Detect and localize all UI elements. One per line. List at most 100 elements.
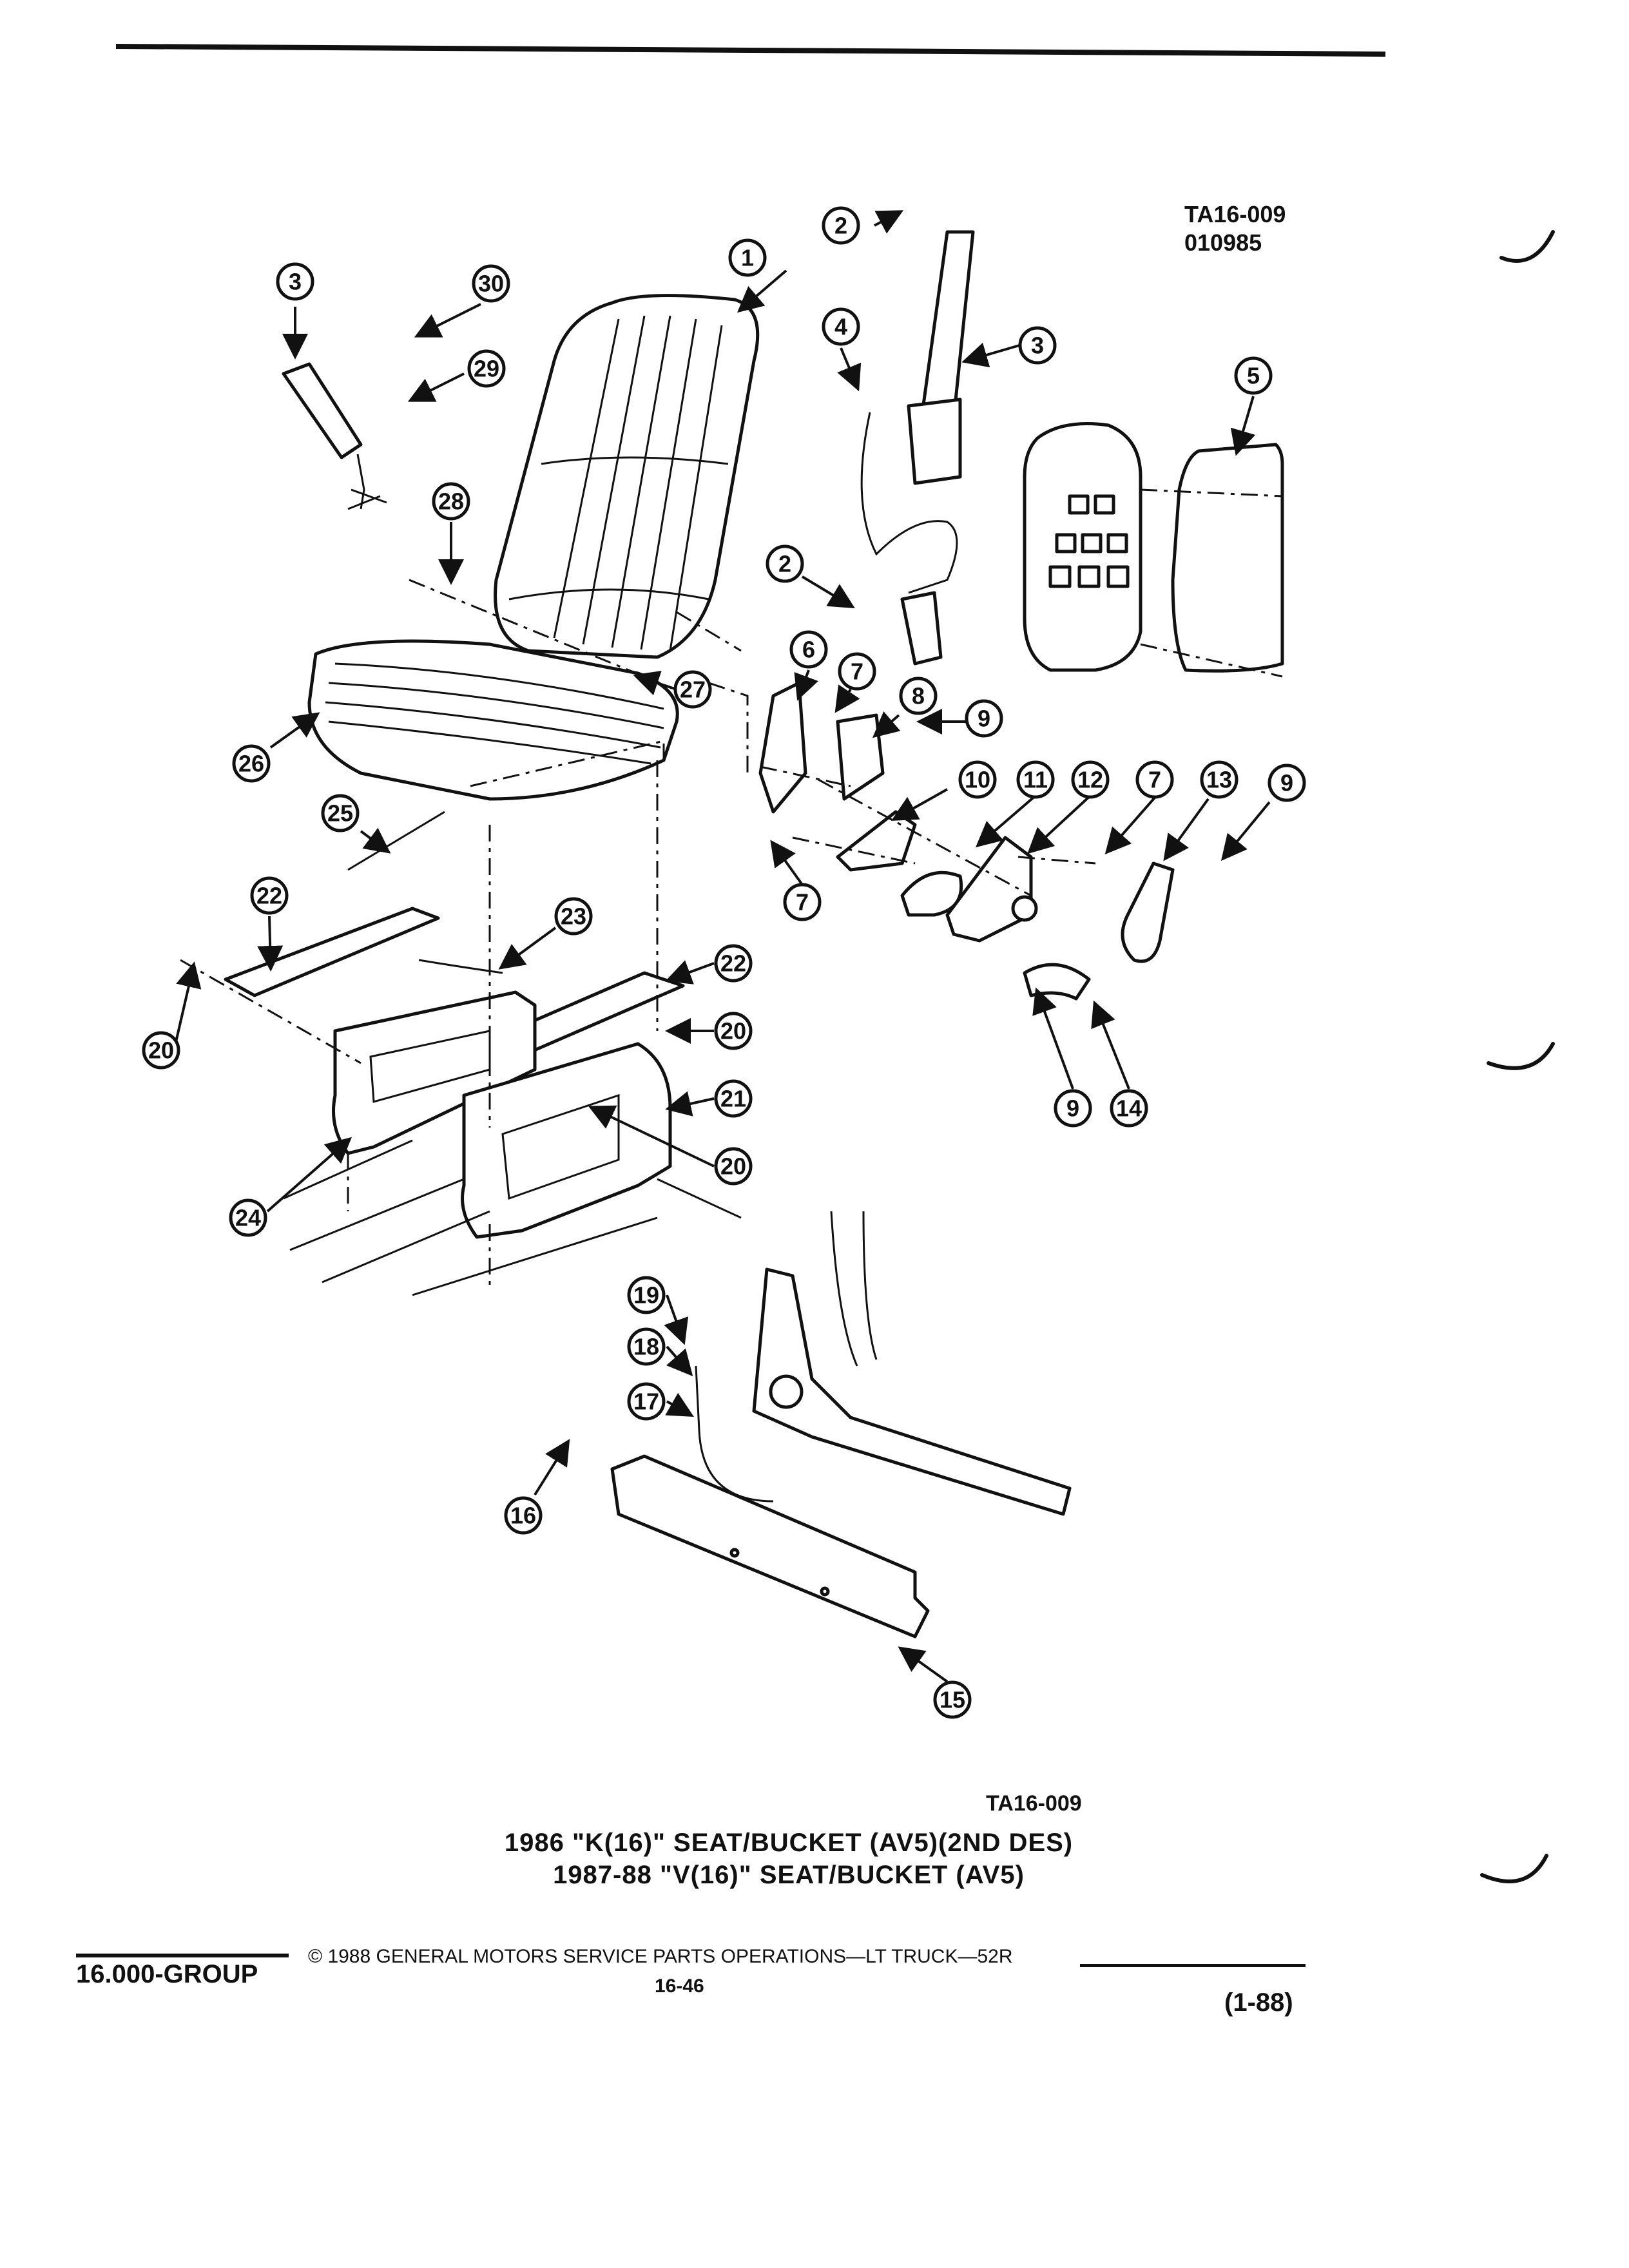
seat-back	[494, 294, 760, 659]
callout-27: 27	[673, 670, 712, 709]
front-cover	[610, 1454, 930, 1639]
recliner-hardware	[758, 681, 1175, 1001]
callout-9a: 9	[965, 699, 1003, 738]
footer-group: 16.000-GROUP	[76, 1960, 258, 1988]
svg-text:8: 8	[912, 683, 925, 709]
svg-text:23: 23	[561, 903, 586, 930]
callout-25: 25	[321, 794, 360, 832]
svg-text:22: 22	[256, 883, 282, 909]
svg-text:2: 2	[834, 213, 847, 239]
callout-22b: 22	[714, 944, 753, 983]
callout-20a: 20	[142, 1031, 180, 1070]
caption-line-1: 1986 "K(16)" SEAT/BUCKET (AV5)(2ND DES)	[504, 1829, 1074, 1857]
margin-mark	[1499, 230, 1555, 263]
margin-mark	[1480, 1854, 1548, 1883]
callout-9c: 9	[1054, 1089, 1092, 1128]
svg-text:10: 10	[965, 767, 990, 793]
svg-text:3: 3	[289, 269, 302, 295]
callout-16: 16	[504, 1496, 543, 1535]
svg-text:9: 9	[978, 706, 990, 732]
callout-1: 1	[728, 238, 767, 277]
svg-text:6: 6	[802, 637, 815, 663]
callout-12: 12	[1071, 760, 1110, 799]
footer-page-number: 16-46	[655, 1975, 704, 1997]
svg-text:17: 17	[633, 1389, 659, 1415]
svg-text:3: 3	[1031, 332, 1044, 359]
footer-rule-right	[1080, 1964, 1306, 1967]
svg-text:19: 19	[633, 1282, 659, 1309]
callout-23: 23	[554, 897, 593, 936]
svg-text:24: 24	[235, 1205, 261, 1231]
callout-20c: 20	[714, 1147, 753, 1186]
svg-text:21: 21	[720, 1086, 746, 1112]
callout-24: 24	[229, 1198, 267, 1237]
svg-text:9: 9	[1280, 770, 1293, 796]
callout-28: 28	[432, 482, 470, 521]
svg-text:25: 25	[327, 800, 353, 827]
callout-11: 11	[1016, 760, 1055, 799]
svg-text:13: 13	[1206, 767, 1232, 793]
callout-7a: 7	[838, 652, 876, 691]
callout-5: 5	[1234, 356, 1273, 395]
seat-cushion	[307, 639, 679, 801]
svg-text:12: 12	[1077, 767, 1103, 793]
footer-copyright: © 1988 GENERAL MOTORS SERVICE PARTS OPER…	[308, 1946, 1013, 1967]
springs-cables	[347, 811, 774, 1503]
callout-3b: 3	[1018, 326, 1057, 365]
svg-text:5: 5	[1247, 363, 1260, 389]
callout-8: 8	[899, 677, 938, 715]
front-track-mechanism	[752, 1211, 1072, 1516]
svg-text:2: 2	[778, 551, 791, 577]
svg-text:30: 30	[478, 271, 504, 297]
callout-4: 4	[822, 307, 860, 346]
seat-belt-buckle	[282, 362, 387, 510]
svg-text:7: 7	[796, 889, 809, 916]
callout-7b: 7	[783, 883, 822, 921]
figure-ref-bottom: TA16-009	[986, 1791, 1082, 1816]
callout-14: 14	[1110, 1089, 1148, 1128]
leader-arrows	[173, 210, 1271, 1683]
callout-13: 13	[1200, 760, 1239, 799]
seat-riser	[332, 990, 672, 1239]
callout-15: 15	[933, 1680, 972, 1719]
callout-26: 26	[232, 744, 271, 783]
footer-date-code: (1-88)	[1224, 1988, 1293, 2017]
svg-text:20: 20	[720, 1153, 746, 1180]
footer-rule-left	[76, 1954, 289, 1957]
svg-text:4: 4	[834, 314, 847, 340]
callout-17: 17	[627, 1382, 666, 1421]
svg-text:7: 7	[1148, 767, 1161, 793]
callout-30: 30	[472, 264, 510, 303]
svg-text:27: 27	[680, 677, 706, 703]
svg-text:16: 16	[510, 1503, 536, 1529]
margin-mark	[1487, 1042, 1555, 1070]
svg-text:28: 28	[438, 488, 464, 515]
svg-text:18: 18	[633, 1334, 659, 1360]
callout-19: 19	[627, 1276, 666, 1314]
svg-text:20: 20	[720, 1018, 746, 1044]
caption-line-2: 1987-88 "V(16)" SEAT/BUCKET (AV5)	[553, 1861, 1025, 1889]
callout-29: 29	[467, 349, 506, 388]
callout-6: 6	[789, 630, 828, 669]
callout-21: 21	[714, 1079, 753, 1118]
callout-3a: 3	[276, 262, 314, 301]
callout-2a: 2	[822, 206, 860, 245]
svg-text:22: 22	[720, 950, 746, 977]
svg-text:11: 11	[1023, 767, 1048, 793]
callout-7c: 7	[1135, 760, 1174, 799]
seat-belt-retractor	[860, 230, 975, 666]
assembly-lines	[180, 579, 1096, 1289]
svg-text:14: 14	[1116, 1095, 1142, 1122]
callout-22a: 22	[250, 876, 289, 915]
figure-date: 010985	[1184, 229, 1262, 256]
figure-ref-top: TA16-009	[1184, 201, 1286, 227]
svg-text:26: 26	[238, 751, 264, 777]
svg-text:15: 15	[940, 1687, 965, 1713]
svg-text:9: 9	[1066, 1095, 1079, 1122]
svg-text:20: 20	[148, 1037, 174, 1064]
svg-text:1: 1	[741, 245, 754, 271]
svg-text:7: 7	[851, 658, 863, 685]
svg-text:29: 29	[474, 356, 499, 382]
callout-20b: 20	[714, 1012, 753, 1050]
